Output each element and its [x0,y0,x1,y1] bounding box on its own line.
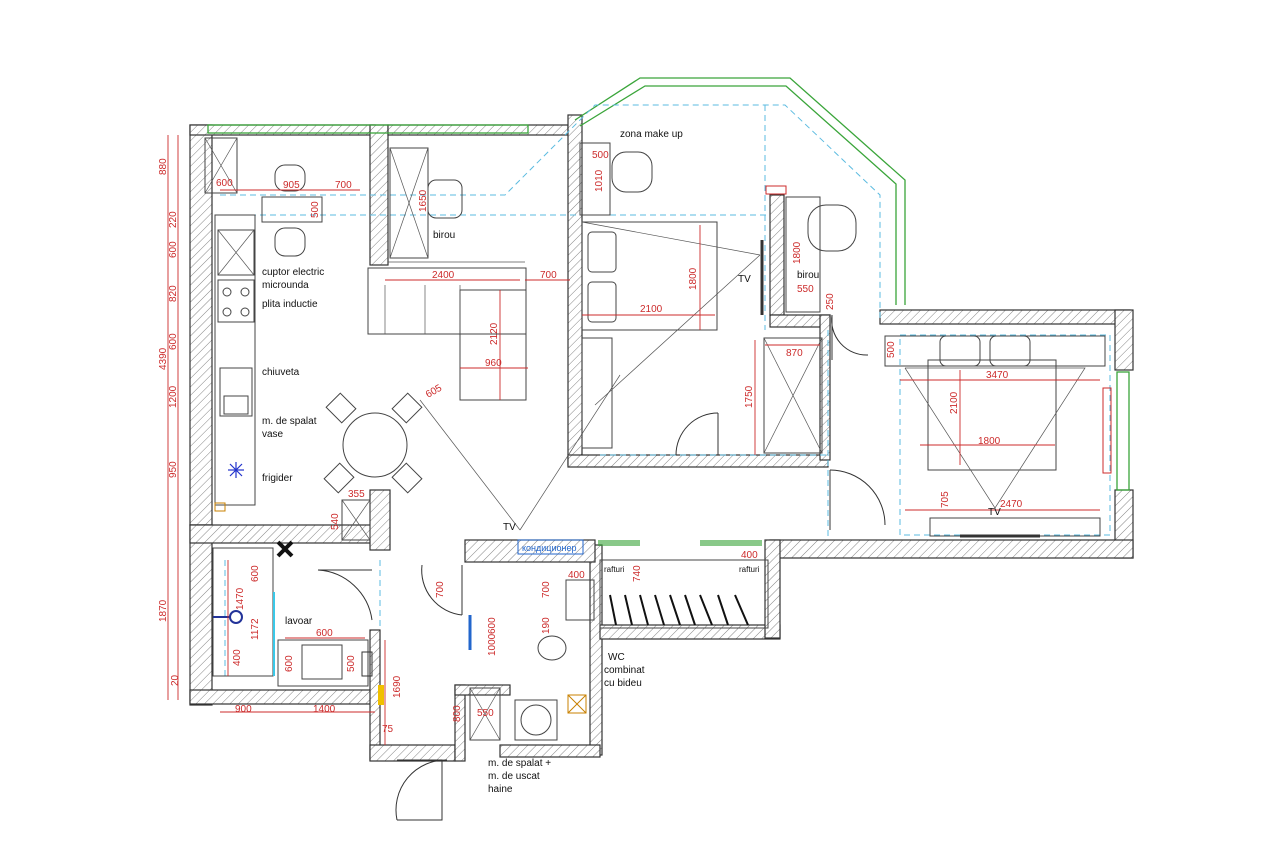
dim-2120: 2120 [489,322,500,345]
dim-800: 800 [452,705,463,722]
label-tv-room2: TV [988,507,1001,518]
label-conditioner: кондиционер [522,543,576,553]
dim-700d: 700 [541,581,552,598]
label-rafturi-1: rafturi [604,565,625,574]
dim-600b: 600 [168,333,179,350]
dim-1870: 1870 [158,599,169,622]
dim-1400: 1400 [313,704,336,715]
fridge-symbol-icon [228,462,244,478]
label-tv-bedroom: TV [738,274,751,285]
dim-950: 950 [168,461,179,478]
dim-3470: 3470 [986,370,1009,381]
dim-2100b: 2100 [949,391,960,414]
label-birou: birou [433,230,455,241]
dim-75: 75 [382,724,394,735]
dim-605: 605 [424,383,444,401]
dim-500d: 500 [886,341,897,358]
label-lavoar: lavoar [285,616,313,627]
label-cu-bideu: cu bideu [604,678,642,689]
dim-2470: 2470 [1000,499,1023,510]
dim-1800a: 1800 [688,267,699,290]
dim-905: 905 [283,180,300,191]
windows [207,77,1130,491]
dim-2400: 2400 [432,270,455,281]
dim-190: 190 [541,617,552,634]
kitchen [204,137,621,531]
label-chiuveta: chiuveta [262,367,300,378]
dim-400a: 400 [232,649,243,666]
dim-1470: 1470 [235,587,246,610]
label-plita: plita inductie [262,299,318,310]
dim-1800b: 1800 [792,241,803,264]
walls [189,114,1134,762]
dim-4390: 4390 [158,347,169,370]
dim-400c: 400 [741,550,758,561]
dim-705: 705 [940,491,951,508]
dim-400b: 400 [568,570,585,581]
dim-20: 20 [170,674,181,686]
dim-500b: 500 [346,655,357,672]
dim-250: 250 [825,293,836,310]
dim-1690: 1690 [392,675,403,698]
right-room [829,314,1112,538]
dim-550b: 550 [797,284,814,295]
dim-355: 355 [348,489,365,500]
bedroom [579,142,857,456]
room-labels: zona make up birou birou cuptor electric… [262,129,1001,795]
label-wc: WC [608,652,625,663]
dim-1800c: 1800 [978,436,1001,447]
label-m-spalat-vase: m. de spalat [262,416,317,427]
dim-700b: 700 [540,270,557,281]
dim-1200: 1200 [168,385,179,408]
label-zona-make-up: zona make up [620,129,683,140]
fan-icon [276,540,294,558]
label-tv-center: TV [503,522,516,533]
bathroom-left [212,499,373,687]
dim-600c: 600 [250,565,261,582]
dim-900: 900 [235,704,252,715]
dim-1172: 1172 [250,618,261,640]
dim-960: 960 [485,358,502,369]
dim-870: 870 [786,348,803,359]
dim-1010: 1010 [594,169,605,192]
dim-700c: 700 [435,581,446,598]
dim-500c: 500 [592,150,609,161]
dim-600f: 600 [487,617,498,634]
label-m-spalat: m. de spalat + [488,758,551,769]
dim-740: 740 [632,565,643,582]
dimension-lines [167,135,1100,745]
label-microunda: microunda [262,280,309,291]
label-combinat: combinat [604,665,645,676]
dim-700a: 700 [335,180,352,191]
ceiling-lines [220,104,1111,680]
dim-820: 820 [168,285,179,302]
label-m-uscat: m. de uscat [488,771,540,782]
label-cuptor: cuptor electric [262,267,324,278]
label-birou-2: birou [797,270,819,281]
dim-220: 220 [168,211,179,228]
label-frigider: frigider [262,473,293,484]
dim-600d: 600 [316,628,333,639]
dim-1000: 1000 [487,633,498,656]
dim-600a: 600 [168,241,179,258]
dimension-labels: 880 220 600 820 4390 600 1200 950 600 90… [158,150,1023,735]
dim-550: 550 [477,708,494,719]
dim-600-top: 600 [216,178,233,189]
label-rafturi-2: rafturi [739,565,760,574]
bathroom-center [214,502,769,821]
dim-600e: 600 [284,655,295,672]
dim-1750: 1750 [744,385,755,408]
label-haine: haine [488,784,513,795]
dim-2100a: 2100 [640,304,663,315]
dim-540: 540 [330,513,341,530]
dim-500a: 500 [310,201,321,218]
dim-1650: 1650 [418,189,429,212]
dim-880: 880 [158,158,169,175]
label-vase: vase [262,429,284,440]
